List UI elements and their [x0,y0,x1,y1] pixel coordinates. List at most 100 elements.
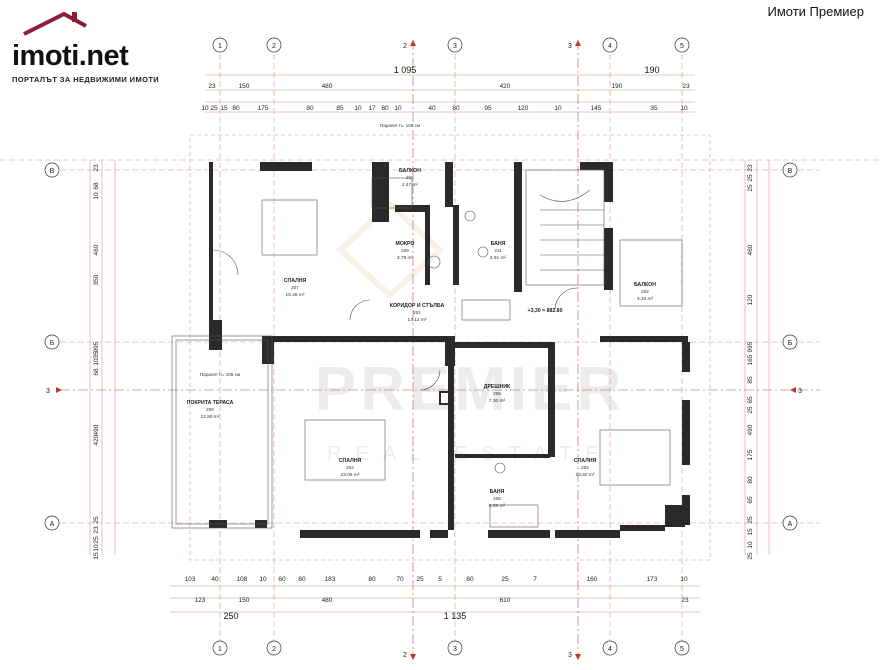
section-label-2-top: 2 [403,43,407,50]
dimension-lines [0,40,880,660]
dim-top-fine-1: 25 [210,105,218,112]
axis-row-v-right: В [788,168,793,175]
axis-row-v: В [50,168,55,175]
svg-text:209: 209 [401,248,409,253]
dim-left-5: 995 [93,341,100,352]
axis-row-a-right: А [788,521,793,528]
svg-text:7.30 m²: 7.30 m² [489,398,506,404]
section-mark-3-left [56,387,62,393]
section-mark-2-top [410,40,416,46]
dim-bottom-fine-7: 80 [368,576,376,583]
svg-text:202: 202 [641,289,649,294]
dim-bottom-fine-16: 10 [680,576,688,583]
dim-bottom-fine-6: 183 [325,576,336,583]
dim-top-mid-3: 420 [500,83,511,90]
imoti-logo[interactable]: imoti.net ПОРТАЛЪТ ЗА НЕДВИЖИМИ ИМОТИ [10,10,170,84]
dim-left-7: 10 [93,358,100,366]
section-label-3-right: 3 [798,388,802,395]
section-mark-2-bottom [410,654,416,660]
axis-row-b-right: Б [788,340,793,347]
dim-left-14: 10 [93,544,100,552]
dim-bottom-mid-2: 480 [322,597,333,604]
axis-row-a: А [50,521,55,528]
section-label-3-bottom: 3 [568,652,572,659]
dim-bottom-fine-14: 160 [587,576,598,583]
svg-text:БАЛКОН: БАЛКОН [399,168,421,174]
svg-text:201: 201 [413,310,421,315]
dim-bottom-fine-15: 173 [647,576,658,583]
axis-col-4: 4 [608,43,612,50]
svg-text:ДРЕШНИК: ДРЕШНИК [484,384,511,390]
dim-right-6: 165 [747,354,754,365]
elevation-label: +3,30 = 882.80 [528,308,563,314]
svg-text:3.34 m²: 3.34 m² [637,296,654,302]
dim-top-mid-5: 23 [682,83,690,90]
dim-right-13: 65 [747,496,754,504]
axis-row-b: Б [50,340,55,347]
svg-text:208: 208 [206,407,214,412]
dim-left-2: 10 [93,192,100,200]
dim-left-6: 35 [93,351,100,359]
logo-tagline: ПОРТАЛЪТ ЗА НЕДВИЖИМИ ИМОТИ [12,75,160,84]
svg-text:ПОКРИТА ТЕРАСА: ПОКРИТА ТЕРАСА [187,400,234,406]
section-label-3-top: 3 [568,43,572,50]
svg-text:4.91 m²: 4.91 m² [490,255,507,261]
dim-top-fine-14: 120 [518,105,529,112]
svg-text:23.06 m²: 23.06 m² [341,472,360,478]
dim-right-15: 15 [747,528,754,536]
dim-bottom-fine-5: 80 [298,576,306,583]
dim-top-fine-8: 17 [368,105,376,112]
dim-left-15: 15 [93,552,100,560]
dim-left-0: 23 [93,164,100,172]
parapet-note: Парапет h= 105 см [200,372,240,377]
dim-bottom-fine-4: 60 [278,576,286,583]
house-roof-icon [23,11,87,36]
dim-top-mid-1: 150 [239,83,250,90]
svg-text:18.28 m²: 18.28 m² [286,292,305,298]
dim-top-fine-11: 40 [428,105,436,112]
dim-bottom-fine-1: 40 [211,576,219,583]
dim-top-mid-0: 23 [208,83,216,90]
svg-text:БАНЯ: БАНЯ [490,489,505,495]
dim-top-mid-4: 190 [612,83,623,90]
section-mark-3-top [575,40,581,46]
dim-top-fine-6: 85 [336,105,344,112]
svg-text:5.08 m²: 5.08 m² [489,503,506,509]
dim-top-fine-12: 80 [452,105,460,112]
dim-right-8: 65 [747,396,754,404]
svg-text:КОРИДОР И СТЪЛБА: КОРИДОР И СТЪЛБА [390,303,445,309]
grid-axes: 1 2 3 4 5 1 2 3 4 5 В Б А В Б А 2 3 2 3 … [44,37,802,660]
dim-top-fine-15: 10 [554,105,562,112]
dim-left-1: 68 [93,182,100,190]
dim-right-11: 175 [747,449,754,460]
dim-bottom-total-0: 250 [223,611,238,621]
svg-text:СПАЛНЯ: СПАЛНЯ [339,458,362,464]
svg-text:3.79 m²: 3.79 m² [397,255,414,261]
dim-top-fine-9: 80 [381,105,389,112]
svg-text:БАНЯ: БАНЯ [491,241,506,247]
dim-right-5: 995 [747,341,754,352]
axis-col-5: 5 [680,43,684,50]
axis-col-4-bottom: 4 [608,646,612,653]
dim-top-fine-4: 175 [258,105,269,112]
dim-right-10: 490 [747,424,754,435]
dim-top-fine-3: 80 [232,105,240,112]
dim-top-fine-5: 80 [306,105,314,112]
dim-bottom-fine-12: 25 [501,576,509,583]
dim-left-3: 460 [93,244,100,255]
svg-text:СПАЛНЯ: СПАЛНЯ [284,278,307,284]
dim-left-4: 350 [93,274,100,285]
section-label-2-bottom: 2 [403,652,407,659]
axis-col-5-bottom: 5 [680,646,684,653]
dim-right-1: 25 [747,174,754,182]
dim-top-fine-0: 10 [201,105,209,112]
parapet-note-top: Парапет h= 105 см [380,123,420,128]
dim-right-2: 25 [747,184,754,192]
watermark-main: PREMIER [315,355,625,424]
